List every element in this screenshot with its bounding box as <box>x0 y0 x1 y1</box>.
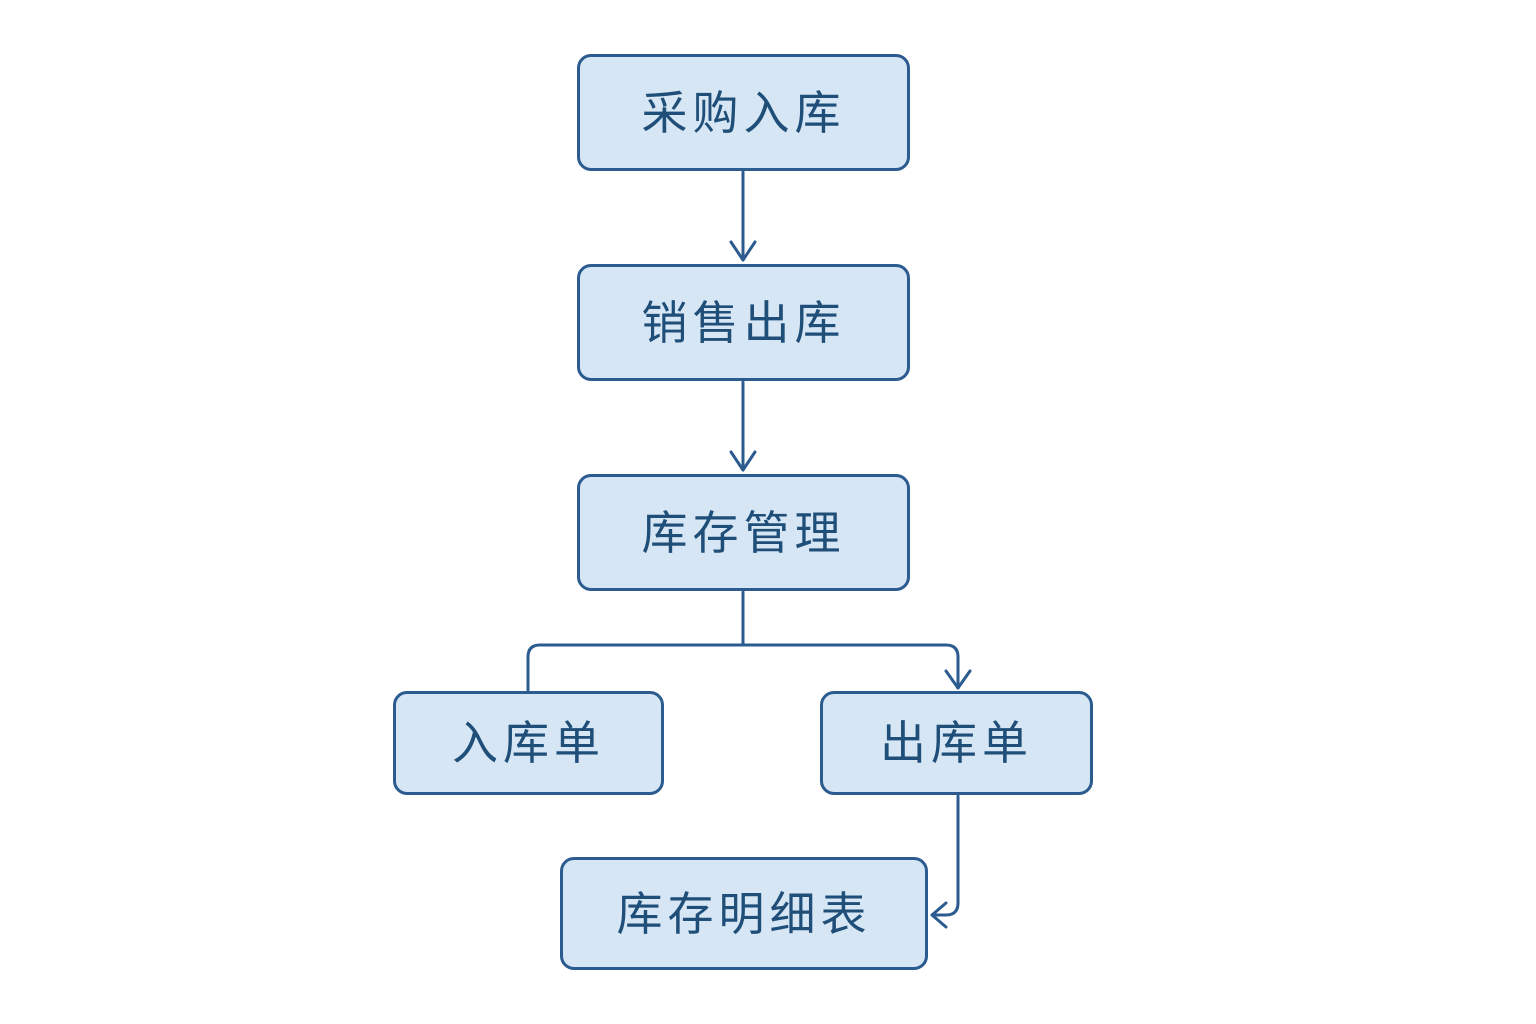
node-inventory-detail: 库存明细表 <box>560 857 928 970</box>
node-inventory-management: 库存管理 <box>577 474 910 591</box>
connector-inventory-to-inbound <box>526 643 745 692</box>
arrowhead-outbound-to-detail <box>930 901 948 929</box>
connector-inventory-to-outbound <box>741 643 960 690</box>
node-outbound-order: 出库单 <box>820 691 1093 795</box>
node-label: 库存明细表 <box>616 886 872 941</box>
node-label: 库存管理 <box>641 505 846 560</box>
node-purchase-inbound: 采购入库 <box>577 54 910 171</box>
connector-outbound-to-detail <box>930 794 960 917</box>
node-label: 出库单 <box>880 716 1033 770</box>
node-inbound-order: 入库单 <box>393 691 664 795</box>
node-label: 采购入库 <box>641 85 846 140</box>
arrowhead-purchase-to-sales <box>729 240 757 262</box>
arrowhead-sales-to-inventory <box>729 450 757 472</box>
node-label: 入库单 <box>452 716 605 770</box>
node-label: 销售出库 <box>641 295 846 350</box>
arrowhead-inventory-to-outbound <box>944 669 972 690</box>
node-sales-outbound: 销售出库 <box>577 264 910 381</box>
